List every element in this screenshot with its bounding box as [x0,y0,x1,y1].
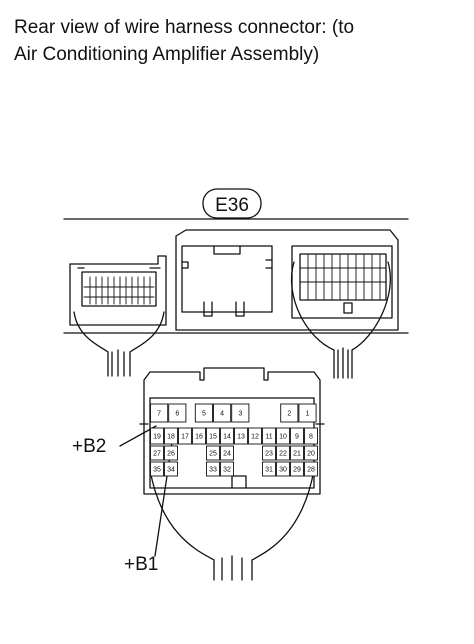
pin-cell [150,445,164,461]
pin-number: 3 [238,411,242,418]
pin-number: 33 [209,467,217,474]
pin-number: 19 [153,434,161,441]
pin-cell [290,461,304,477]
pin-number: 20 [307,451,315,458]
pin-number: 11 [265,434,272,441]
pin-cell [220,427,234,445]
pin-cell [280,403,299,423]
pin-number: 10 [279,434,287,441]
connector-top-view [63,229,409,334]
pointer-b2 [119,425,157,447]
pin-number: 8 [309,434,313,441]
pin-cell [234,427,248,445]
pin-cell [150,461,164,477]
pin-number: 26 [167,451,175,458]
pin-number: 25 [209,451,217,458]
pin-cell [231,403,250,423]
pin-cell [304,461,318,477]
pin-cell [304,427,318,445]
pin-cell [298,403,317,423]
wire-bundle-left [73,311,165,377]
pin-number: 27 [153,451,161,458]
pin-number: 34 [167,467,175,474]
pin-number: 15 [209,434,217,441]
pin-cell [262,445,276,461]
pin-cell [276,461,290,477]
pin-cell [178,427,192,445]
connector-code: E36 [215,195,249,216]
caption-line-2: Air Conditioning Amplifier Assembly) [14,44,320,65]
wire-bundle-right [290,261,391,379]
pin-number: 21 [293,451,301,458]
pin-cell [164,445,178,461]
pin-cell [220,461,234,477]
pin-number: 4 [220,411,224,418]
pin-number: 23 [265,451,273,458]
pin-cell [220,445,234,461]
caption-line-1: Rear view of wire harness connector: (to [14,17,355,38]
pin-cell [206,445,220,461]
pin-number: 5 [202,411,206,418]
pin-number: 17 [181,434,189,441]
diagram-caption: Rear view of wire harness connector: (to… [14,14,464,68]
pin-cell [290,445,304,461]
pin-cell [290,427,304,445]
pin-number: 32 [223,467,231,474]
pin-number: 35 [153,467,161,474]
pin-cell [262,461,276,477]
connector-code-badge [202,188,262,219]
pin-cell [192,427,206,445]
pin-cell [150,403,169,423]
pin-number: 29 [293,467,301,474]
pin-number: 7 [157,411,161,418]
pin-number: 30 [279,467,287,474]
pin-cell [262,427,276,445]
pin-number: 9 [295,434,299,441]
pin-number: 28 [307,467,315,474]
pin-cell [248,427,262,445]
pin-cell [206,427,220,445]
pin-cell [150,427,164,445]
pin-number: 13 [237,434,245,441]
pin-cell [304,445,318,461]
pin-number: 31 [265,467,273,474]
pin-number: 16 [195,434,203,441]
pin-number: 12 [251,434,259,441]
pin-cell [164,461,178,477]
pin-cell [194,403,213,423]
pin-number: 14 [223,434,231,441]
pin-cell [276,445,290,461]
pin-number: 18 [167,434,175,441]
terminal-label-b1: +B1 [124,554,158,575]
pin-cell [213,403,232,423]
pin-number: 24 [223,451,231,458]
pin-number: 2 [287,411,291,418]
harness-connector-rear-view [139,367,325,581]
pin-number: 22 [279,451,287,458]
pin-cell [276,427,290,445]
terminal-label-b2: +B2 [72,436,106,457]
pin-cell [164,427,178,445]
pin-cell [206,461,220,477]
pin-number: 1 [306,411,310,418]
pin-cell [168,403,187,423]
pin-number: 6 [175,411,179,418]
